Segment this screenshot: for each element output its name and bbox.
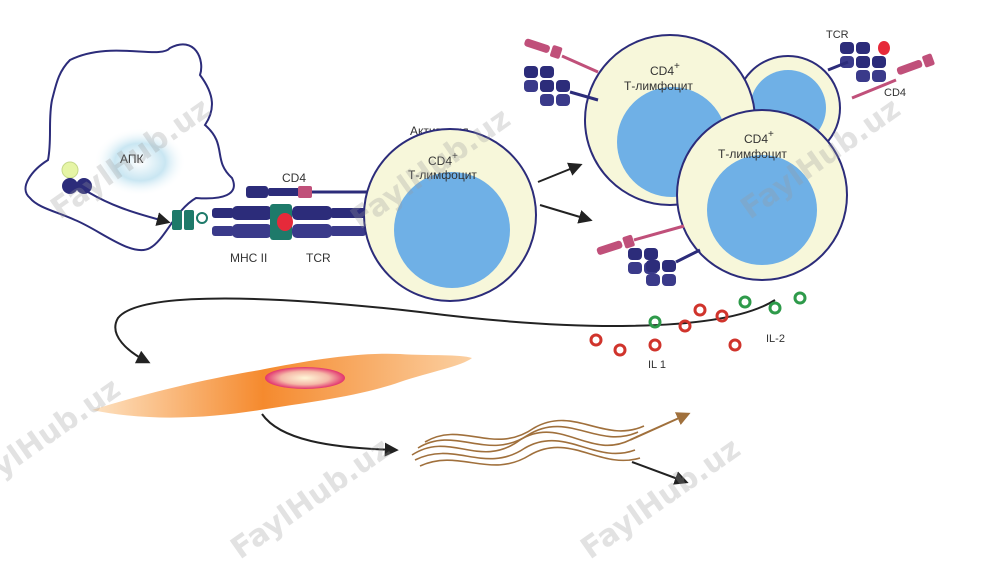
t-cell-bottom-name: Т-лимфоцит [718,147,787,161]
tcr-label: TCR [306,251,331,265]
cd4-label: CD4 [282,171,306,185]
t-cell-bottom-nucleus [707,155,817,265]
mhc2-label: MHC II [230,251,267,265]
il2-label: IL-2 [766,333,785,345]
svg-text:FaylHub.uz: FaylHub.uz [225,431,397,562]
svg-text:FaylHub.uz: FaylHub.uz [0,371,127,506]
proliferation-arrow-2 [539,204,593,224]
fiber-icon [411,419,645,467]
t-cell-center-cd4: CD4+ [428,151,458,168]
tcr-label-right: TCR [826,29,849,41]
receptor-icon [595,224,701,286]
mhc-tcr-complex [212,186,372,240]
t-cell-top-cd4: CD4+ [650,61,680,78]
t-cell-center-nucleus [394,172,510,288]
antigen-processing-arrow [87,191,171,226]
apc-label: АПК [120,152,143,166]
antigen-icon [61,161,92,194]
t-cell-center-name: Т-лимфоцит [408,168,477,182]
apc-nucleus-glow [94,128,186,196]
peptide-icon [172,210,208,230]
receptor-icon [522,36,599,106]
il1-label: IL 1 [648,359,666,371]
fiber-arrow-down [631,461,689,485]
signal-arrow [114,297,776,364]
receptor-icon [827,41,936,100]
collagen-arrow [261,413,399,457]
t-cell-bottom-cd4: CD4+ [744,129,774,146]
cytokine-icon [589,291,807,357]
t-cell-top-name: Т-лимфоцит [624,79,693,93]
fiber-arrow-up [629,412,691,441]
cd4-label-right: CD4 [884,87,906,99]
fibroblast-nucleus [265,367,345,389]
proliferation-arrow-1 [537,162,583,183]
